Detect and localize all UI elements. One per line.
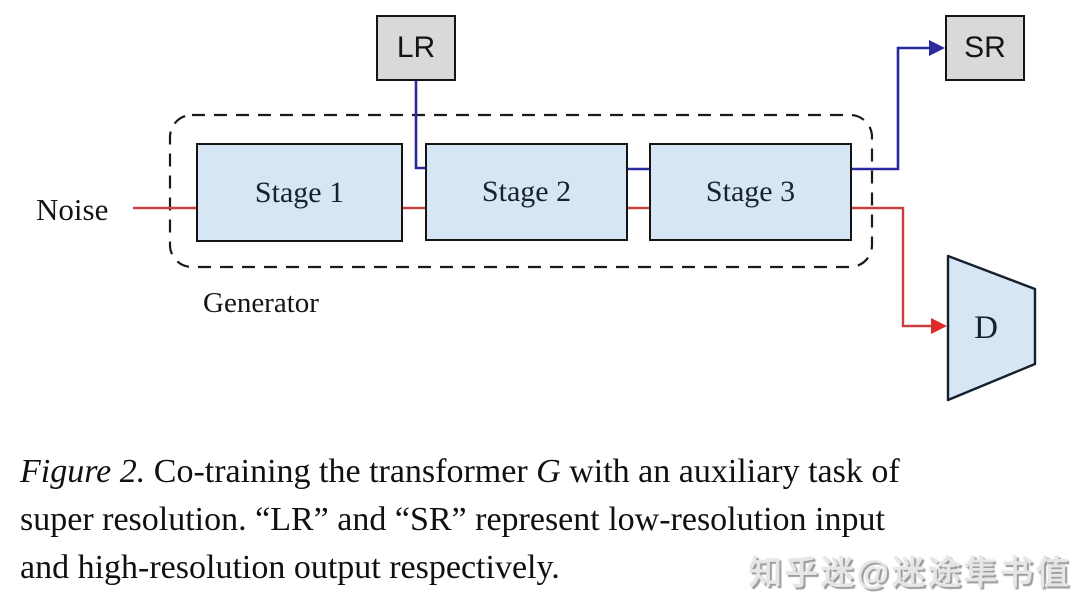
discriminator-label: D — [974, 309, 998, 346]
caption-line-2: super resolution. “LR” and “SR” represen… — [20, 501, 885, 538]
caption-line-3: and high-resolution output respectively. — [20, 549, 560, 586]
stage-3-label: Stage 3 — [705, 175, 796, 208]
generator-label: Generator — [203, 287, 319, 319]
noise-label: Noise — [36, 192, 109, 227]
zhihu-watermark: 知乎迷@迷途隼书值 — [748, 554, 1072, 591]
stage-2-label: Stage 2 — [481, 175, 572, 208]
discriminator-wire — [852, 206, 933, 328]
figure-caption: Figure 2. Co-training the transformer G … — [20, 448, 1070, 592]
caption-figure-number: Figure 2. — [20, 453, 146, 490]
sr-arrowhead — [929, 40, 945, 56]
caption-line1-text-a: Co-training the transformer — [145, 453, 537, 490]
stage-2-box: Stage 2 — [425, 143, 628, 241]
lr-input-wire — [414, 81, 425, 170]
stage-3-box: Stage 3 — [649, 143, 852, 241]
stage-1-box: Stage 1 — [196, 143, 403, 242]
sr-output-box: SR — [945, 15, 1025, 81]
discriminator-shape — [946, 254, 1037, 402]
caption-generator-symbol: G — [536, 453, 561, 490]
stage-1-label: Stage 1 — [254, 175, 345, 209]
lr-box-label: LR — [396, 31, 436, 64]
sr-output-wire — [852, 46, 931, 171]
caption-line1-text-b: with an auxiliary task of — [560, 453, 900, 490]
caption-line-1: Figure 2. Co-training the transformer G … — [20, 448, 1070, 496]
sr-box-label: SR — [964, 31, 1006, 64]
lr-input-box: LR — [376, 15, 456, 81]
discriminator-arrowhead — [931, 318, 947, 334]
